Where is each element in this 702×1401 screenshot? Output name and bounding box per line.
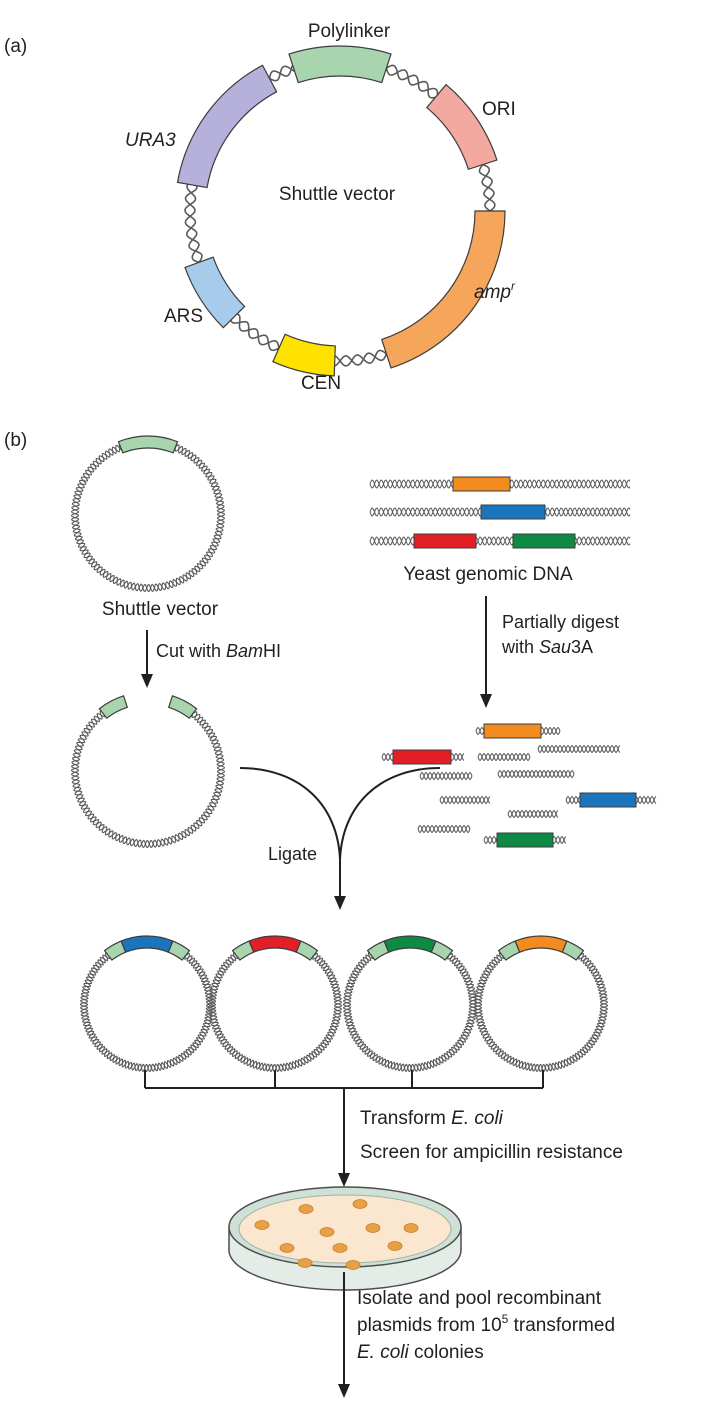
digest-step-line1: Partially digest <box>502 612 619 632</box>
recombinant-polylinker-right <box>167 940 191 961</box>
polylinker-segment <box>288 45 392 84</box>
panel-b-label: (b) <box>4 430 27 451</box>
cut-step-label: Cut with BamHI <box>156 641 281 661</box>
fragment-blue-block <box>579 792 637 808</box>
cut-arrow <box>141 630 153 688</box>
colony <box>352 1199 368 1209</box>
colony <box>298 1204 314 1214</box>
panel-a-label: (a) <box>4 36 27 57</box>
ligate-arrowhead <box>334 896 346 910</box>
recombinant-red-insert <box>248 935 302 953</box>
pool-bracket <box>144 1070 544 1175</box>
colony <box>387 1241 403 1251</box>
genomic-dna-label: Yeast genomic DNA <box>403 564 573 585</box>
ura3-segment <box>176 64 278 189</box>
fragment-red-block <box>392 749 452 765</box>
isolate-step-line1: Isolate and pool recombinant <box>357 1288 602 1309</box>
polylinker-right-half <box>167 695 198 720</box>
colony <box>297 1258 313 1268</box>
transform-step-label: Transform E. coli <box>360 1108 504 1129</box>
genomic-orange-block <box>452 476 511 492</box>
ampr-label: ampr <box>474 279 516 303</box>
recombinant-plasmids <box>79 935 609 1073</box>
ars-label: ARS <box>164 306 203 327</box>
ura3-label: URA3 <box>125 130 176 151</box>
colony <box>365 1223 381 1233</box>
isolate-step-line2: plasmids from 105 transformed <box>357 1312 615 1336</box>
digest-step-line2: with Sau3A <box>501 637 593 657</box>
recombinant-blue-insert <box>120 935 174 953</box>
shuttle-vector-plasmid <box>176 45 506 377</box>
transform-arrowhead <box>338 1173 350 1187</box>
digest-arrow <box>480 596 492 708</box>
ampr-segment <box>380 210 506 369</box>
cen-segment <box>272 333 336 377</box>
cut-vector <box>70 695 226 849</box>
colony <box>279 1243 295 1253</box>
genomic-blue-block <box>480 504 546 520</box>
polylinker-label: Polylinker <box>308 21 391 42</box>
uncut-vector <box>70 435 226 593</box>
colony <box>332 1243 348 1253</box>
recombinant-polylinker-right <box>295 940 319 961</box>
colony <box>319 1227 335 1237</box>
genomic-fragments <box>381 723 657 848</box>
ori-segment <box>425 83 498 171</box>
fragment-orange-block <box>483 723 542 739</box>
colonies <box>254 1199 419 1270</box>
isolate-step-line3: E. coli colonies <box>357 1342 484 1363</box>
polylinker-left-half <box>98 695 129 720</box>
ligate-arrows <box>239 767 441 898</box>
shuttle-vector-center-label: Shuttle vector <box>279 184 396 205</box>
recombinant-polylinker-right <box>561 940 585 961</box>
polylinker-block <box>117 435 179 454</box>
ori-label: ORI <box>482 99 516 120</box>
recombinant-orange-insert <box>514 935 568 953</box>
recombinant-green-insert <box>383 935 437 953</box>
screen-step-label: Screen for ampicillin resistance <box>360 1142 623 1163</box>
isolate-arrow <box>338 1272 350 1398</box>
colony <box>254 1220 270 1230</box>
recombinant-polylinker-right <box>430 940 454 961</box>
ligate-label: Ligate <box>268 844 317 864</box>
ars-segment <box>184 256 246 329</box>
genomic-red-block <box>413 533 477 549</box>
fragment-green-block <box>496 832 554 848</box>
yeast-genomic-dna <box>369 476 631 549</box>
genomic-green-block <box>512 533 576 549</box>
shuttle-vector-label-b: Shuttle vector <box>102 599 219 620</box>
colony <box>403 1223 419 1233</box>
cen-label: CEN <box>301 373 341 394</box>
colony <box>345 1260 361 1270</box>
